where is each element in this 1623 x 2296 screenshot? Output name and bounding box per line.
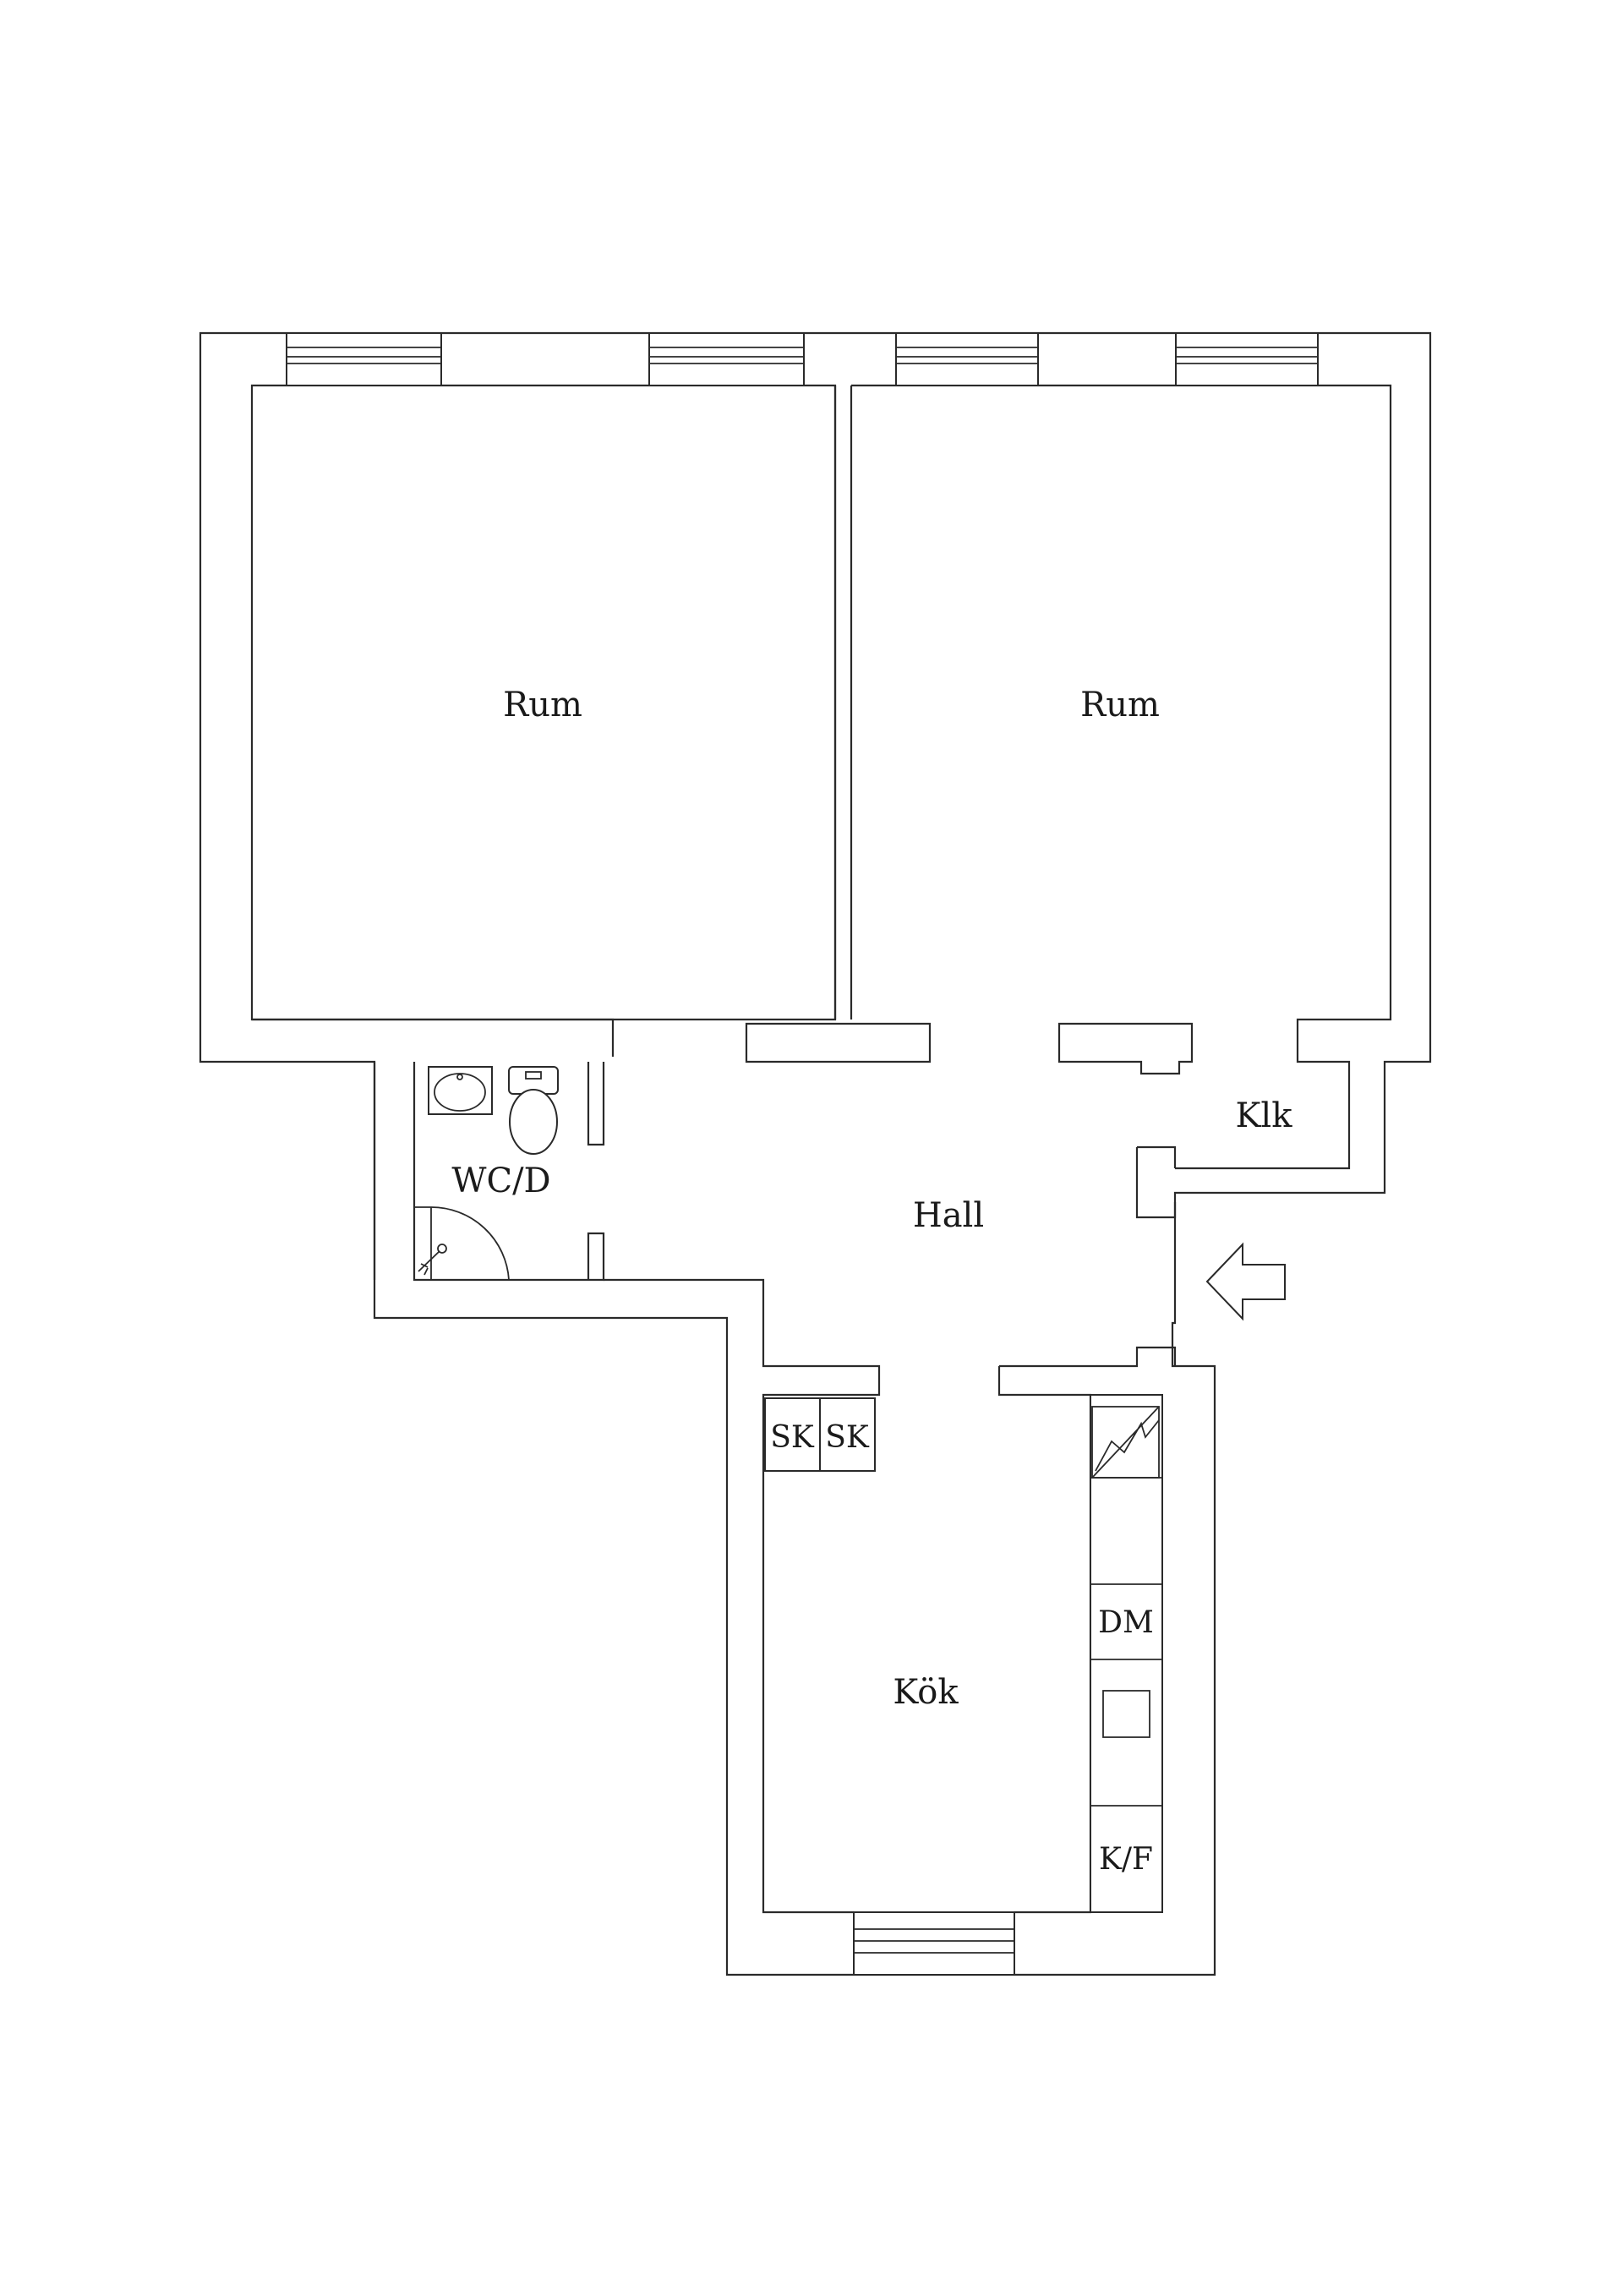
window-3 [895,332,1039,386]
stove-icon [1091,1406,1160,1479]
room-label-rum-right: Rum [1080,686,1160,724]
window-4 [1175,332,1319,386]
fixture-label-sk-1: SK [770,1420,815,1455]
window-2 [648,332,805,386]
wall-corridor-left [604,1278,881,1914]
sk-boxes [764,1397,876,1472]
room-label-hall: Hall [913,1196,984,1235]
wall-between-rooms [833,385,853,1020]
room-label-rum-left: Rum [503,686,582,724]
fixture-label-sk-2: SK [825,1420,870,1455]
sink-kitchen-icon [1102,1690,1150,1738]
wall-wc [413,1062,605,1282]
kitchen-counter [1090,1394,1163,1913]
wall-klk [1135,1145,1177,1219]
fixture-label-dm: DM [1098,1605,1154,1640]
window-kitchen [853,1911,1015,1976]
inner-wall-right-room [851,384,1392,1170]
window-1 [286,332,442,386]
outer-wall [199,331,1432,1976]
shower-icon [414,1206,510,1281]
room-label-wc: WC/D [451,1162,550,1200]
toilet-icon [508,1066,559,1155]
room-label-kok: Kök [893,1673,959,1712]
room-label-klk: Klk [1236,1096,1293,1135]
wall-stub-1 [745,1022,932,1063]
wall-left-room-bottom [252,1018,615,1280]
entrance-arrow-icon [1205,1242,1286,1321]
sink-icon [428,1066,493,1115]
wall-stub-2 [1057,1022,1194,1075]
fixture-label-kf: K/F [1099,1842,1153,1877]
